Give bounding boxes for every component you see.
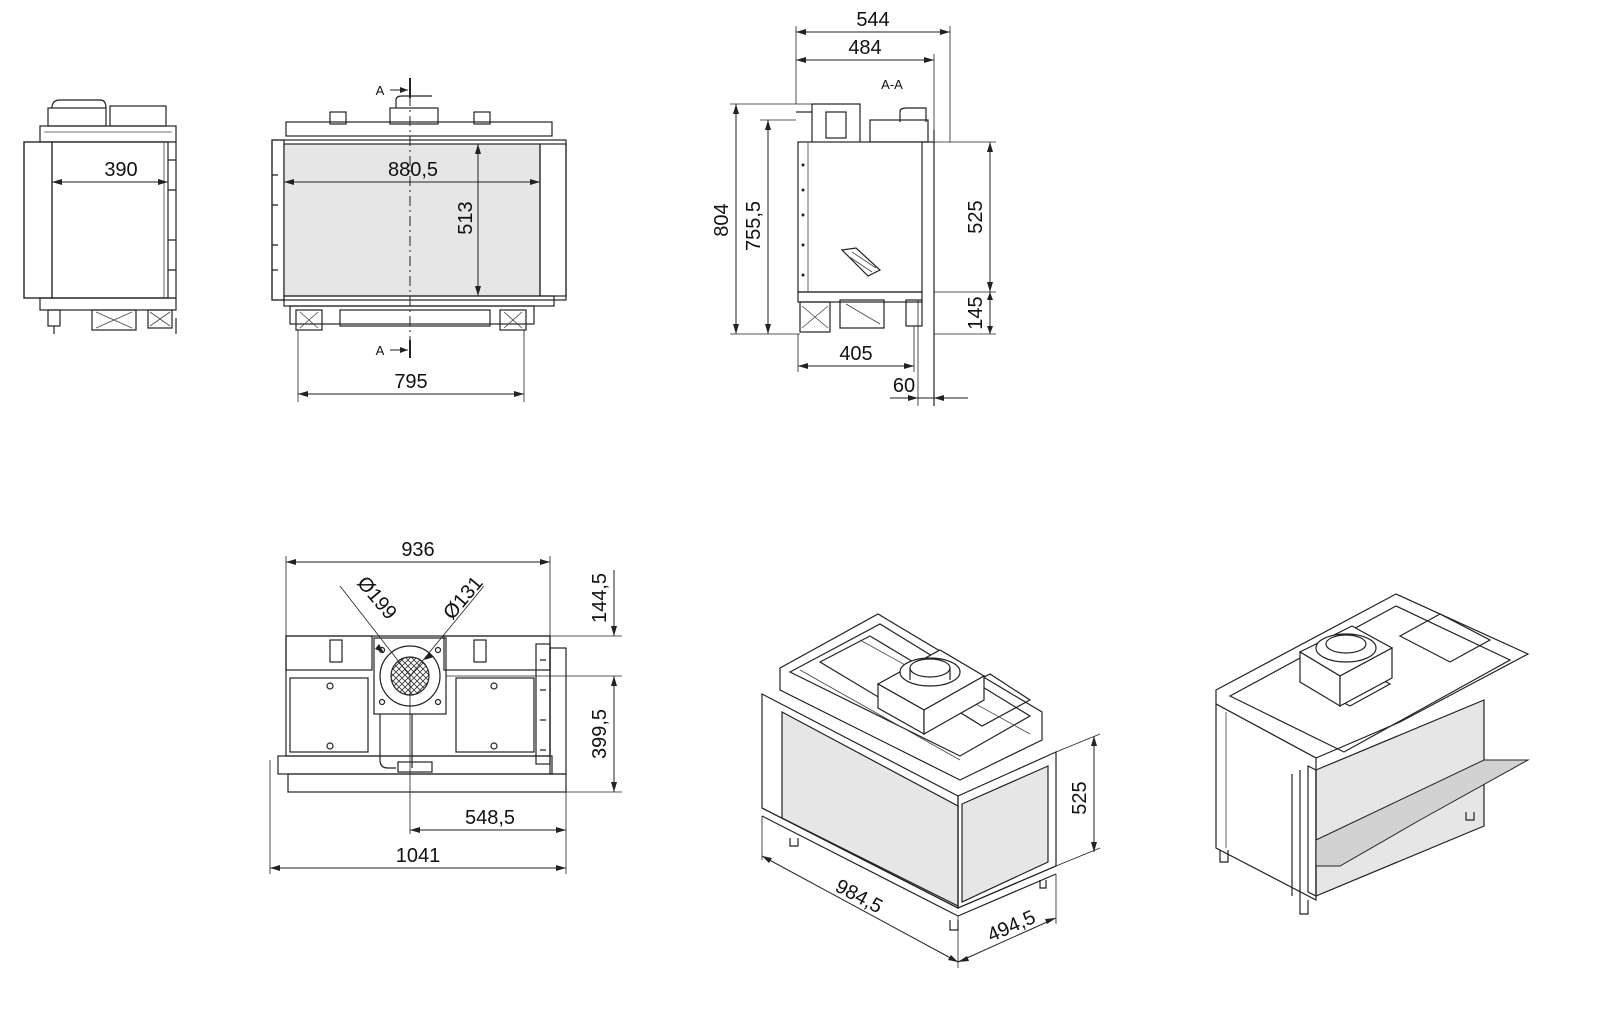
dim-top-depth: 399,5 (589, 709, 611, 759)
section-view: A-A (711, 9, 996, 406)
dim-section-overall-depth: 544 (856, 9, 889, 31)
dim-top-width: 936 (401, 539, 434, 561)
dim-section-leg-height: 145 (965, 296, 987, 329)
dim-section-glass-height: 525 (965, 200, 987, 233)
dim-front-base-width: 795 (394, 371, 427, 393)
dim-iso-height: 525 (1069, 781, 1091, 814)
side-view: 390 (23, 99, 177, 334)
dim-section-overall-height: 804 (711, 203, 733, 236)
dim-front-height: 513 (455, 201, 477, 234)
front-view: A A 880,5 513 795 (271, 78, 567, 402)
iso-view-front: 525 984,5 494,5 (761, 613, 1101, 968)
dim-top-outer-diameter: Ø199 (352, 572, 400, 624)
dim-section-body-depth: 484 (848, 37, 881, 59)
section-mark-top: A (376, 83, 385, 98)
dim-top-inner-diameter: Ø131 (439, 572, 487, 624)
section-title: A-A (881, 77, 903, 92)
dim-section-base-depth: 405 (839, 343, 872, 365)
dim-section-offset: 60 (893, 375, 915, 397)
section-mark-bottom: A (376, 343, 385, 358)
top-view: 936 Ø199 Ø131 144,5 399,5 548,5 1041 (269, 539, 622, 874)
dim-iso-depth: 494,5 (984, 906, 1039, 946)
dim-top-overall-width: 1041 (396, 845, 441, 867)
dim-top-flue-offset: 548,5 (465, 807, 515, 829)
dim-iso-width: 984,5 (832, 875, 887, 918)
dim-section-top-height: 755,5 (743, 201, 765, 251)
iso-view-rear (1215, 593, 1530, 915)
dim-front-inner-width: 880,5 (388, 159, 438, 181)
dim-top-offset: 144,5 (589, 573, 611, 623)
dim-side-width: 390 (104, 159, 137, 181)
